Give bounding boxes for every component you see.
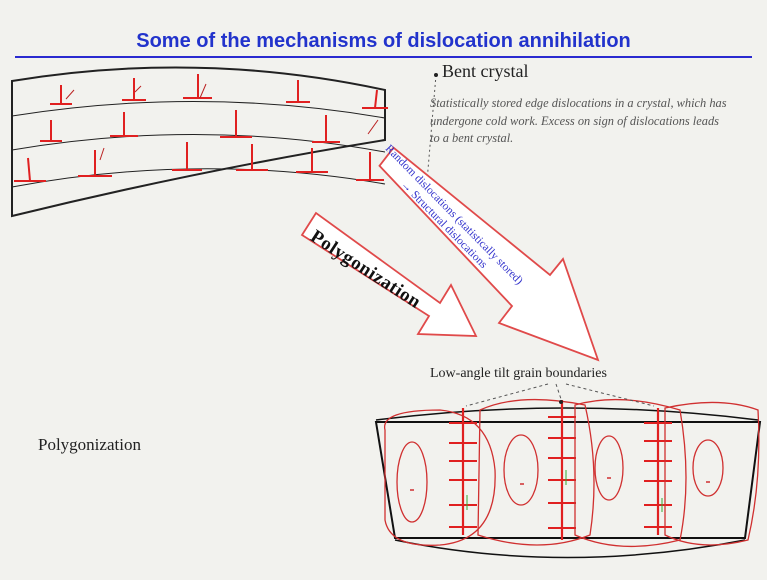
edge-dislocation [14,158,46,181]
grain-boundaries-label: Low-angle tilt grain boundaries [430,366,607,382]
edge-dislocation [40,120,62,141]
edge-dislocation [172,142,202,170]
edge-dislocation [183,74,212,98]
edge-dislocation [286,80,310,102]
bottom-border-highlight [395,540,745,558]
edge-dislocation [122,78,146,100]
polygonization-label: Polygonization [38,435,141,455]
polygonized-crystal [376,408,760,558]
bent-crystal-description: Statistically stored edge dislocations i… [430,95,730,148]
pointer-dot [434,73,438,77]
bent-crystal-label: Bent crystal [442,61,528,82]
edge-dislocation [78,150,112,176]
edge-dislocation [296,148,328,172]
edge-dislocations [14,74,388,181]
edge-dislocation [110,112,138,136]
edge-dislocation [50,85,72,104]
edge-dislocation [312,115,340,142]
boundary-dislocations [449,417,672,528]
slip-plane-3 [12,169,385,187]
slide-title: Some of the mechanisms of dislocation an… [0,30,767,53]
boundary-pointer-dot [559,400,563,404]
edge-dislocation [220,110,252,137]
green-pen-marks [467,470,662,512]
